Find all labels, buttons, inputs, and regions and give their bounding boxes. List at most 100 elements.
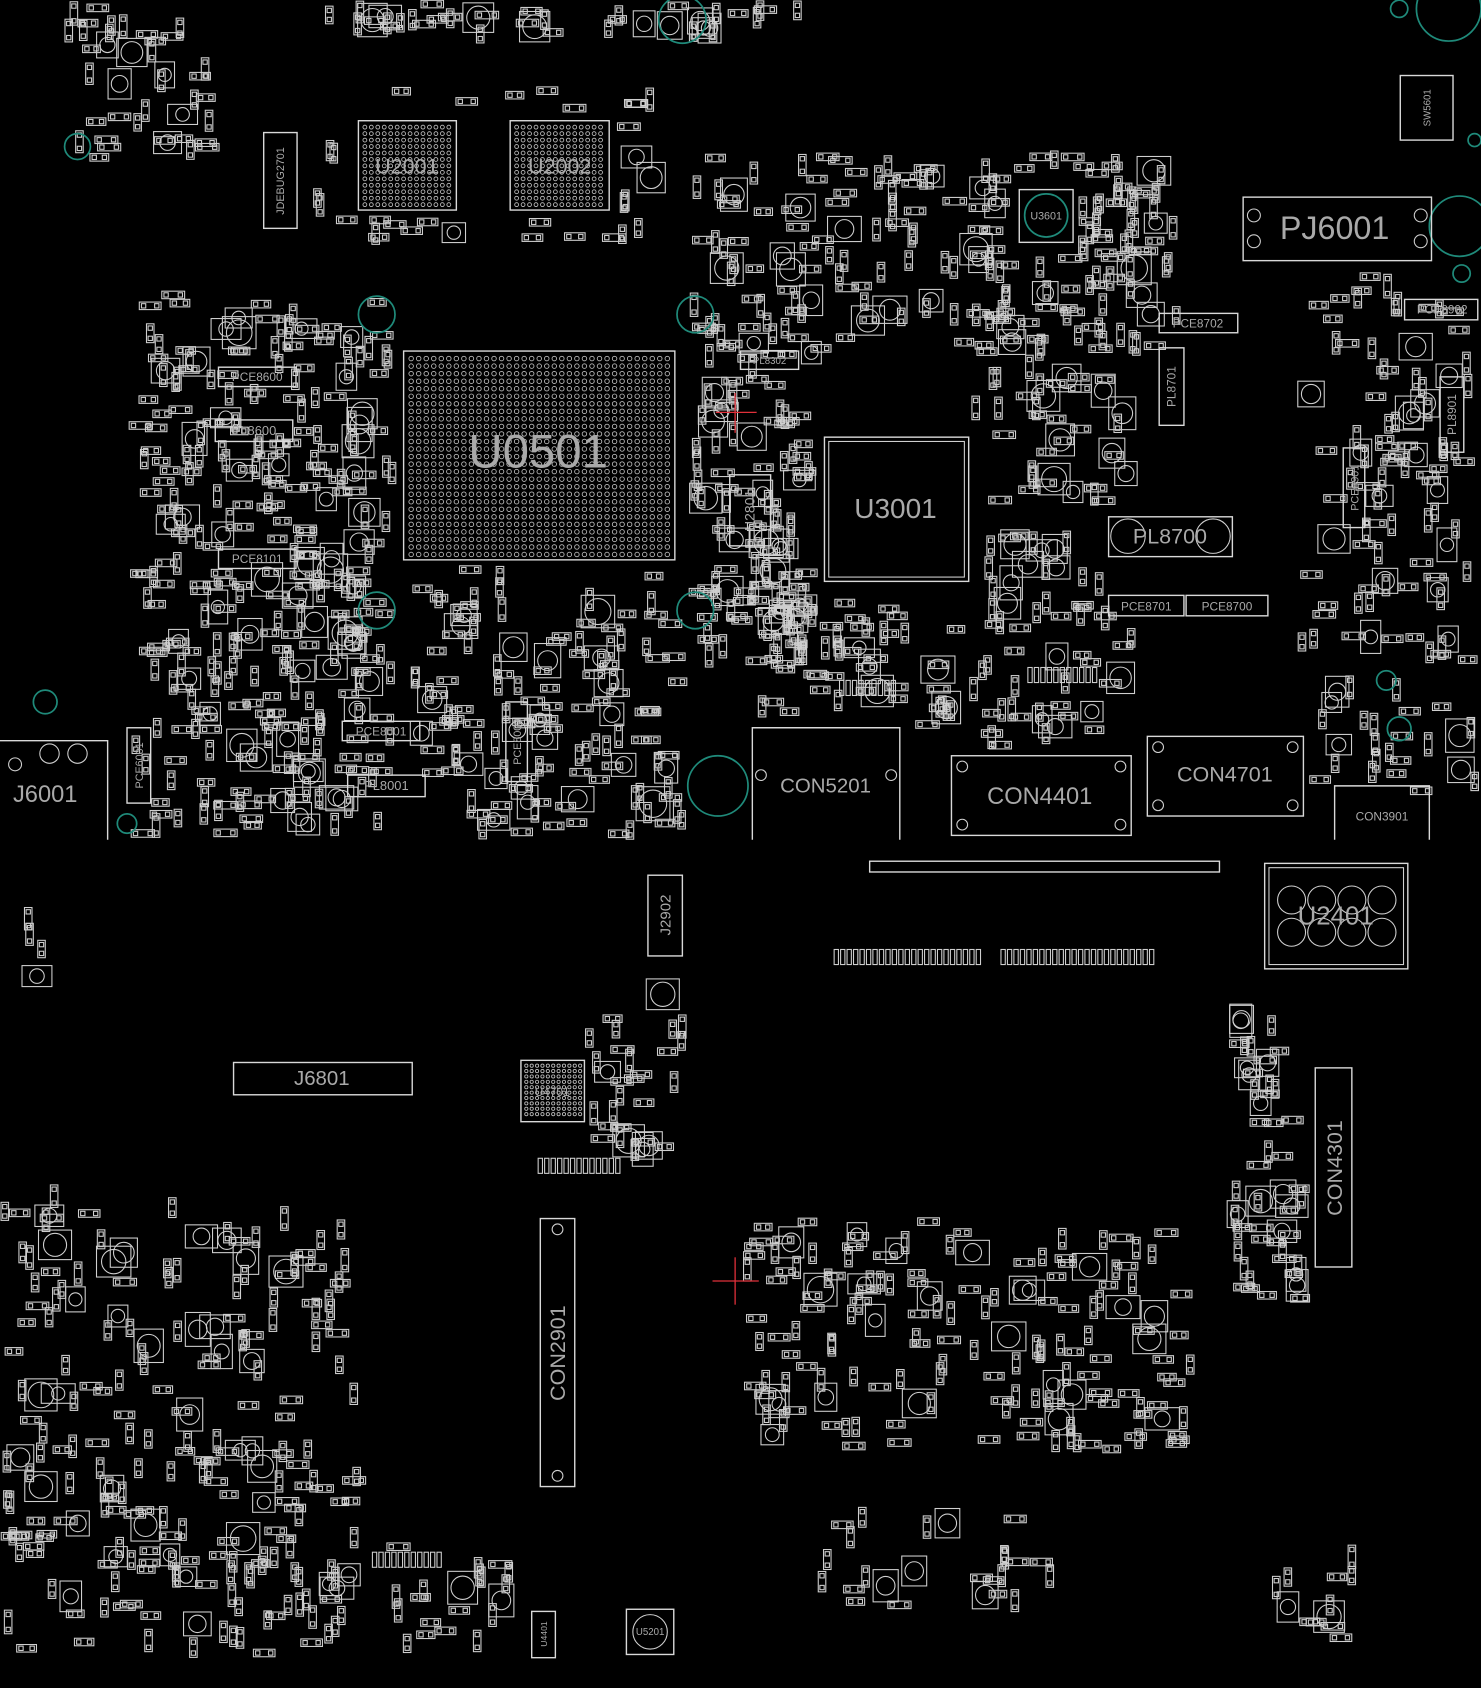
smd-component[interactable] xyxy=(52,1287,61,1312)
smd-component[interactable] xyxy=(6,1444,35,1471)
smd-component[interactable] xyxy=(827,1332,836,1355)
smd-component[interactable] xyxy=(1312,610,1337,619)
smd-component[interactable] xyxy=(1457,655,1478,664)
smd-component[interactable] xyxy=(241,1436,264,1466)
smd-component[interactable] xyxy=(876,261,886,283)
smd-component[interactable] xyxy=(1027,334,1049,344)
smd-component[interactable] xyxy=(600,660,620,669)
smd-component[interactable] xyxy=(1128,1272,1137,1295)
smd-component[interactable] xyxy=(907,1309,929,1319)
smd-component[interactable] xyxy=(147,353,169,363)
smd-component[interactable] xyxy=(617,609,637,619)
smd-component[interactable] xyxy=(566,818,588,827)
component-pl8700[interactable]: PL8700 xyxy=(1107,516,1234,558)
smd-component[interactable] xyxy=(569,767,592,777)
smd-component[interactable] xyxy=(161,290,186,300)
smd-component[interactable] xyxy=(1043,1398,1065,1408)
smd-component[interactable] xyxy=(0,1201,10,1221)
smd-component[interactable] xyxy=(629,1070,653,1079)
smd-component[interactable] xyxy=(118,14,128,39)
smd-component[interactable] xyxy=(305,691,314,711)
smd-component[interactable] xyxy=(341,627,366,659)
smd-component[interactable] xyxy=(141,99,150,122)
smd-component[interactable] xyxy=(1080,700,1104,723)
smd-component[interactable] xyxy=(535,763,554,773)
smd-component[interactable] xyxy=(494,676,503,696)
smd-component[interactable] xyxy=(214,799,223,822)
smd-component[interactable] xyxy=(159,1506,168,1529)
smd-component[interactable] xyxy=(1079,658,1102,667)
smd-component[interactable] xyxy=(779,450,789,472)
smd-component[interactable] xyxy=(575,630,584,654)
smd-component[interactable] xyxy=(953,1228,972,1237)
smd-component[interactable] xyxy=(1389,756,1412,765)
smd-component[interactable] xyxy=(913,164,938,173)
smd-component[interactable] xyxy=(1018,318,1040,327)
smd-component[interactable] xyxy=(999,335,1021,345)
smd-component[interactable] xyxy=(1058,1304,1080,1313)
smd-component[interactable] xyxy=(319,1576,355,1600)
smd-component[interactable] xyxy=(276,721,300,757)
smd-component[interactable] xyxy=(310,449,319,470)
smd-component[interactable] xyxy=(1324,675,1350,708)
smd-component[interactable] xyxy=(335,215,358,225)
smd-component[interactable] xyxy=(1253,1192,1263,1212)
smd-component[interactable] xyxy=(1031,705,1053,734)
smd-component[interactable] xyxy=(888,694,908,704)
smd-component[interactable] xyxy=(704,643,714,668)
smd-component[interactable] xyxy=(478,818,488,840)
smd-component[interactable] xyxy=(1098,678,1122,688)
smd-component[interactable] xyxy=(391,1584,401,1609)
smd-component[interactable] xyxy=(1283,1567,1293,1587)
smd-component[interactable] xyxy=(604,19,613,38)
smd-component[interactable] xyxy=(207,589,229,625)
smd-component[interactable] xyxy=(274,353,284,373)
smd-component[interactable] xyxy=(330,1497,350,1507)
smd-component[interactable] xyxy=(223,1313,246,1323)
smd-component[interactable] xyxy=(189,1637,198,1658)
smd-component[interactable] xyxy=(1330,753,1340,773)
smd-component[interactable] xyxy=(727,237,749,246)
smd-component[interactable] xyxy=(1126,628,1136,648)
smd-component[interactable] xyxy=(607,829,630,839)
smd-component[interactable] xyxy=(770,660,795,669)
smd-component[interactable] xyxy=(499,632,528,662)
smd-component[interactable] xyxy=(368,232,390,242)
smd-component[interactable] xyxy=(143,587,152,609)
smd-component[interactable] xyxy=(709,252,744,284)
component-pce8901[interactable]: PCE8901 xyxy=(1342,447,1366,529)
smd-component[interactable] xyxy=(93,1386,113,1396)
smd-component[interactable] xyxy=(282,645,291,669)
smd-component[interactable] xyxy=(971,395,981,421)
smd-component[interactable] xyxy=(265,590,291,600)
smd-component[interactable] xyxy=(1367,337,1377,360)
smd-component[interactable] xyxy=(656,1047,679,1056)
smd-component[interactable] xyxy=(1402,401,1425,430)
smd-component[interactable] xyxy=(49,1184,59,1208)
smd-component[interactable] xyxy=(301,1298,323,1308)
smd-component[interactable] xyxy=(1245,1185,1277,1217)
smd-component[interactable] xyxy=(1011,1352,1021,1375)
smd-component[interactable] xyxy=(24,1471,58,1503)
smd-component[interactable] xyxy=(1034,338,1044,361)
smd-component[interactable] xyxy=(334,764,358,774)
smd-component[interactable] xyxy=(907,1269,926,1278)
smd-component[interactable] xyxy=(1448,325,1470,335)
smd-component[interactable] xyxy=(139,448,149,470)
smd-component[interactable] xyxy=(785,193,816,222)
smd-component[interactable] xyxy=(5,1490,15,1515)
smd-component[interactable] xyxy=(346,576,356,601)
smd-component[interactable] xyxy=(209,407,242,429)
component-pce8101[interactable]: PCE8101 xyxy=(217,548,297,570)
smd-component[interactable] xyxy=(815,152,840,162)
smd-component[interactable] xyxy=(330,812,340,836)
smd-component[interactable] xyxy=(198,1461,208,1484)
smd-component[interactable] xyxy=(364,335,374,361)
smd-component[interactable] xyxy=(981,158,990,184)
smd-component[interactable] xyxy=(1108,1233,1134,1243)
smd-component[interactable] xyxy=(1418,376,1427,398)
smd-component[interactable] xyxy=(1032,478,1058,488)
smd-component[interactable] xyxy=(1001,1398,1011,1419)
smd-component[interactable] xyxy=(516,784,539,820)
smd-component[interactable] xyxy=(151,457,171,466)
